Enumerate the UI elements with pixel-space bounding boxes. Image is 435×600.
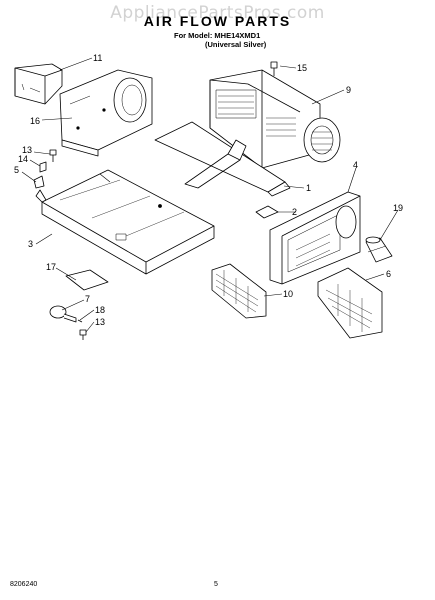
model-line: For Model: MHE14XMD1 <box>174 31 261 40</box>
part-hardware-left <box>33 149 57 189</box>
part-19-capacitor <box>365 236 393 263</box>
part-16-shroud <box>59 69 153 157</box>
callout-5: 5 <box>14 165 19 175</box>
variant-line: (Universal Silver) <box>205 40 267 49</box>
callout-18: 18 <box>95 305 105 315</box>
callout-13-bottom: 13 <box>95 317 105 327</box>
page-title: AIR FLOW PARTS <box>143 13 292 29</box>
document-number: 8206240 <box>10 581 38 588</box>
callout-7: 7 <box>85 294 90 304</box>
callout-9: 9 <box>346 85 351 95</box>
part-6-grille <box>317 267 383 339</box>
callout-16: 16 <box>30 116 40 126</box>
callout-13-top: 13 <box>22 145 32 155</box>
callout-11: 11 <box>93 53 102 63</box>
watermark: AppliancePartsPros.com <box>110 3 325 23</box>
callout-10: 10 <box>283 289 293 299</box>
callout-14: 14 <box>18 154 28 164</box>
part-3-base <box>35 169 215 275</box>
leader-lines <box>21 57 399 333</box>
callout-15: 15 <box>297 63 307 73</box>
callout-1: 1 <box>306 183 311 193</box>
callout-17: 17 <box>46 262 56 272</box>
callout-3: 3 <box>28 239 33 249</box>
callout-6: 6 <box>386 269 391 279</box>
part-4-frame <box>269 191 361 285</box>
page-number: 5 <box>214 581 218 588</box>
callout-2: 2 <box>292 207 297 217</box>
part-2-clip <box>255 205 279 219</box>
callout-4: 4 <box>353 160 358 170</box>
callout-19: 19 <box>393 203 403 213</box>
part-17-cover <box>65 269 109 291</box>
part-10-filter <box>211 263 267 319</box>
model-info: For Model: MHE14XMD1 (Universal Silver) <box>174 31 266 49</box>
part-15-screw <box>270 61 278 76</box>
part-11-bracket <box>14 63 63 105</box>
part-7-lamp <box>49 305 87 340</box>
part-1-baffle <box>154 121 291 197</box>
